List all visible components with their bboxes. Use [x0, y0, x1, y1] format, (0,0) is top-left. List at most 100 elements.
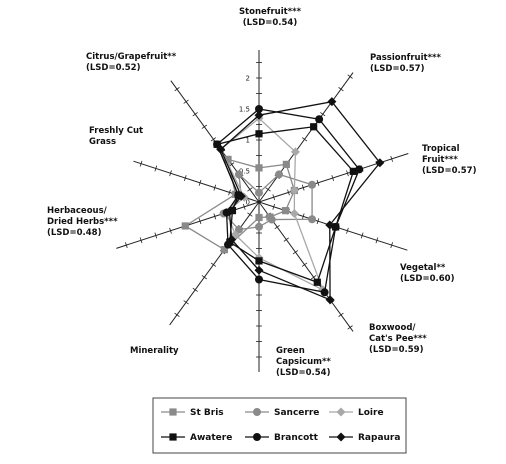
data-point [224, 155, 232, 163]
axis-tick [210, 137, 217, 142]
axis-tick [272, 203, 276, 210]
data-point [216, 144, 226, 154]
legend-label: Brancott [274, 433, 319, 443]
data-point [225, 207, 235, 217]
axis-label: Passionfruit***(LSD=0.57) [370, 53, 441, 74]
data-point [325, 295, 335, 305]
axis-tick [390, 242, 393, 249]
data-point [267, 215, 276, 224]
data-point [255, 257, 263, 265]
axis-line [258, 72, 354, 203]
legend-label: Sancerre [274, 408, 319, 418]
axis-tick [316, 218, 320, 225]
data-point [310, 123, 318, 131]
axis-tick [375, 237, 379, 244]
axis-tick [213, 213, 217, 220]
axis-tick [274, 224, 280, 230]
axis-label: Minerality [130, 346, 179, 356]
data-point [255, 105, 263, 113]
axis-tick [192, 112, 198, 117]
axis-tick [287, 189, 290, 196]
axis-line [169, 201, 260, 326]
data-point [282, 160, 290, 168]
data-point [315, 115, 324, 124]
axis-tick [247, 187, 253, 192]
data-point [255, 164, 263, 172]
data-point [234, 170, 243, 179]
data-point [290, 147, 300, 157]
axis-tick [247, 212, 253, 217]
axis-tick [338, 87, 344, 92]
data-point [275, 170, 284, 179]
data-point [355, 165, 364, 174]
axis-line [258, 201, 354, 332]
data-point [213, 140, 222, 149]
data-point [236, 191, 246, 201]
legend-label: Loire [358, 408, 384, 418]
data-point [349, 167, 357, 175]
tick-label: 2 [246, 75, 250, 83]
data-point [308, 215, 317, 224]
axis-tick [311, 275, 317, 280]
data-point [281, 207, 290, 215]
axis-tick [346, 227, 349, 234]
axis-tick [338, 312, 344, 317]
axis-label: Citrus/Grapefruit**(LSD=0.52) [86, 52, 177, 73]
data-point [289, 208, 299, 218]
axis-tick [213, 184, 217, 191]
axis-line [258, 153, 409, 203]
tick-label: 0 [246, 199, 250, 207]
axis-tick [265, 187, 271, 192]
data-point [325, 220, 335, 230]
axis-tick [154, 232, 158, 239]
axis-tick [198, 179, 202, 186]
axis-tick [201, 275, 207, 280]
data-point [313, 278, 321, 286]
axis-tick [283, 237, 289, 242]
axis-tick [198, 218, 202, 225]
axis-tick [228, 189, 231, 196]
axis-tick [347, 74, 353, 79]
axis-tick [316, 179, 320, 186]
axis-tick [125, 242, 128, 249]
axis-tick [169, 227, 172, 234]
data-point [234, 225, 243, 234]
axis-label: Boxwood/Cat's Pee***(LSD=0.59) [369, 323, 427, 355]
tick-label: 1.5 [239, 106, 250, 114]
axis-tick [169, 170, 172, 177]
data-point [320, 288, 329, 297]
legend-marker [253, 408, 261, 416]
axis-tick [139, 237, 143, 244]
axis-tick [174, 87, 180, 92]
data-point [255, 213, 263, 222]
legend-label: Awatere [190, 433, 232, 443]
legend-marker [336, 432, 346, 442]
axis-tick [154, 165, 158, 172]
axis-tick [174, 312, 180, 317]
axis-tick [192, 287, 198, 292]
legend-marker [336, 407, 346, 417]
tick-label: 0.5 [239, 168, 250, 176]
data-point [254, 110, 264, 120]
data-point [255, 130, 263, 138]
legend-label: St Bris [190, 408, 224, 418]
data-point [224, 240, 233, 249]
axis-tick [301, 137, 308, 142]
axis-tick [242, 203, 246, 210]
series-line [216, 126, 355, 284]
axis-tick [210, 262, 217, 267]
axis-label: Vegetal**(LSD=0.60) [400, 263, 455, 284]
axis-tick [301, 184, 305, 191]
axis-tick [360, 232, 364, 239]
axis-tick [183, 300, 189, 305]
axis-tick [320, 112, 326, 117]
data-point [289, 186, 299, 196]
axis-tick [301, 262, 308, 267]
legend-marker [253, 433, 261, 441]
axis-tick [201, 124, 207, 129]
axis-tick [390, 155, 393, 162]
data-point [255, 275, 263, 284]
